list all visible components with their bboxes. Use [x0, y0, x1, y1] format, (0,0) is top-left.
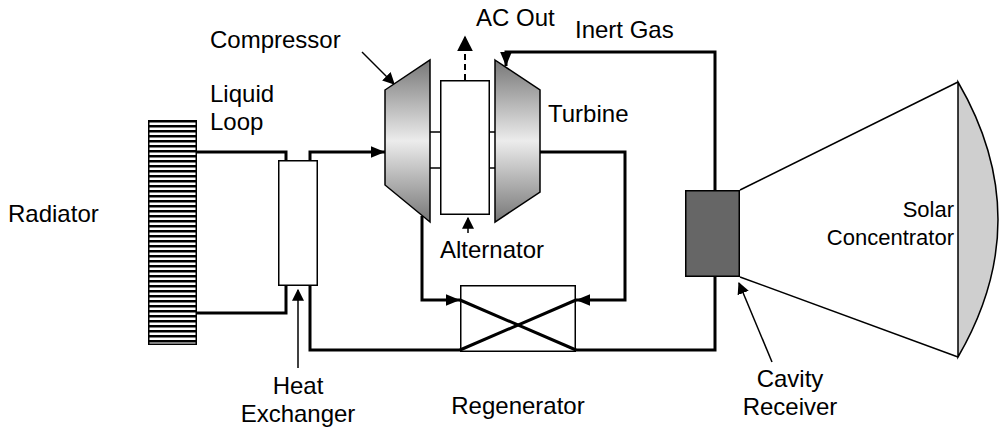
node-label: Alternator: [440, 236, 560, 264]
flow-line: [310, 152, 385, 160]
crossflow-line: [460, 300, 576, 350]
light-cone-line: [740, 82, 958, 190]
heat-exchanger: Heat Exchanger: [278, 160, 318, 286]
flow-line: [540, 152, 625, 300]
box-outline: [441, 81, 490, 215]
heat-exchanger-shape: [278, 160, 318, 286]
compressor-symbol: [385, 60, 430, 222]
radiator-panel: [149, 121, 197, 345]
regenerator-shape: [460, 285, 576, 352]
regenerator: Regenerator: [460, 285, 576, 352]
output-label: AC Out: [476, 4, 576, 32]
turbine-shape: [495, 60, 540, 222]
flow-line: [576, 277, 715, 350]
node-label: Regenerator: [438, 392, 598, 420]
leader-line: [467, 218, 469, 233]
alternator-shape: [440, 80, 490, 215]
cavity-receiver: Cavity Receiver: [685, 190, 740, 277]
box-outline: [279, 161, 318, 286]
node-label: Compressor: [210, 26, 360, 54]
radiator-shape: [148, 120, 197, 345]
receiver-body: [686, 191, 740, 277]
solar-concentrator: Solar Concentrator: [818, 82, 1000, 357]
turbine-symbol: [495, 60, 540, 222]
alternator: Alternator: [440, 80, 490, 215]
loop-label: Liquid Loop: [210, 80, 300, 136]
crossflow-line: [460, 300, 576, 350]
node-label: Solar Concentrator: [818, 196, 954, 252]
light-cone-line: [740, 277, 958, 357]
leader-line: [739, 283, 772, 362]
flow-line: [197, 152, 286, 160]
regenerator-box: [461, 286, 576, 352]
node-label: Heat Exchanger: [228, 372, 368, 428]
turbine: Turbine: [495, 60, 540, 222]
compressor: Compressor: [385, 60, 430, 222]
node-label: Cavity Receiver: [730, 365, 850, 421]
leader-line: [297, 290, 299, 368]
compressor-shape: [385, 60, 430, 222]
dish-mirror: [958, 82, 998, 357]
node-label: Radiator: [8, 200, 128, 228]
cavity-receiver-shape: [685, 190, 740, 277]
power-output-arrow: [464, 37, 466, 80]
radiator: Radiator: [148, 120, 197, 345]
flow-line: [197, 286, 286, 313]
gas-label: Inert Gas: [575, 16, 695, 44]
leader-line: [362, 52, 394, 84]
node-label: Turbine: [548, 100, 648, 128]
flow-line: [310, 286, 460, 350]
